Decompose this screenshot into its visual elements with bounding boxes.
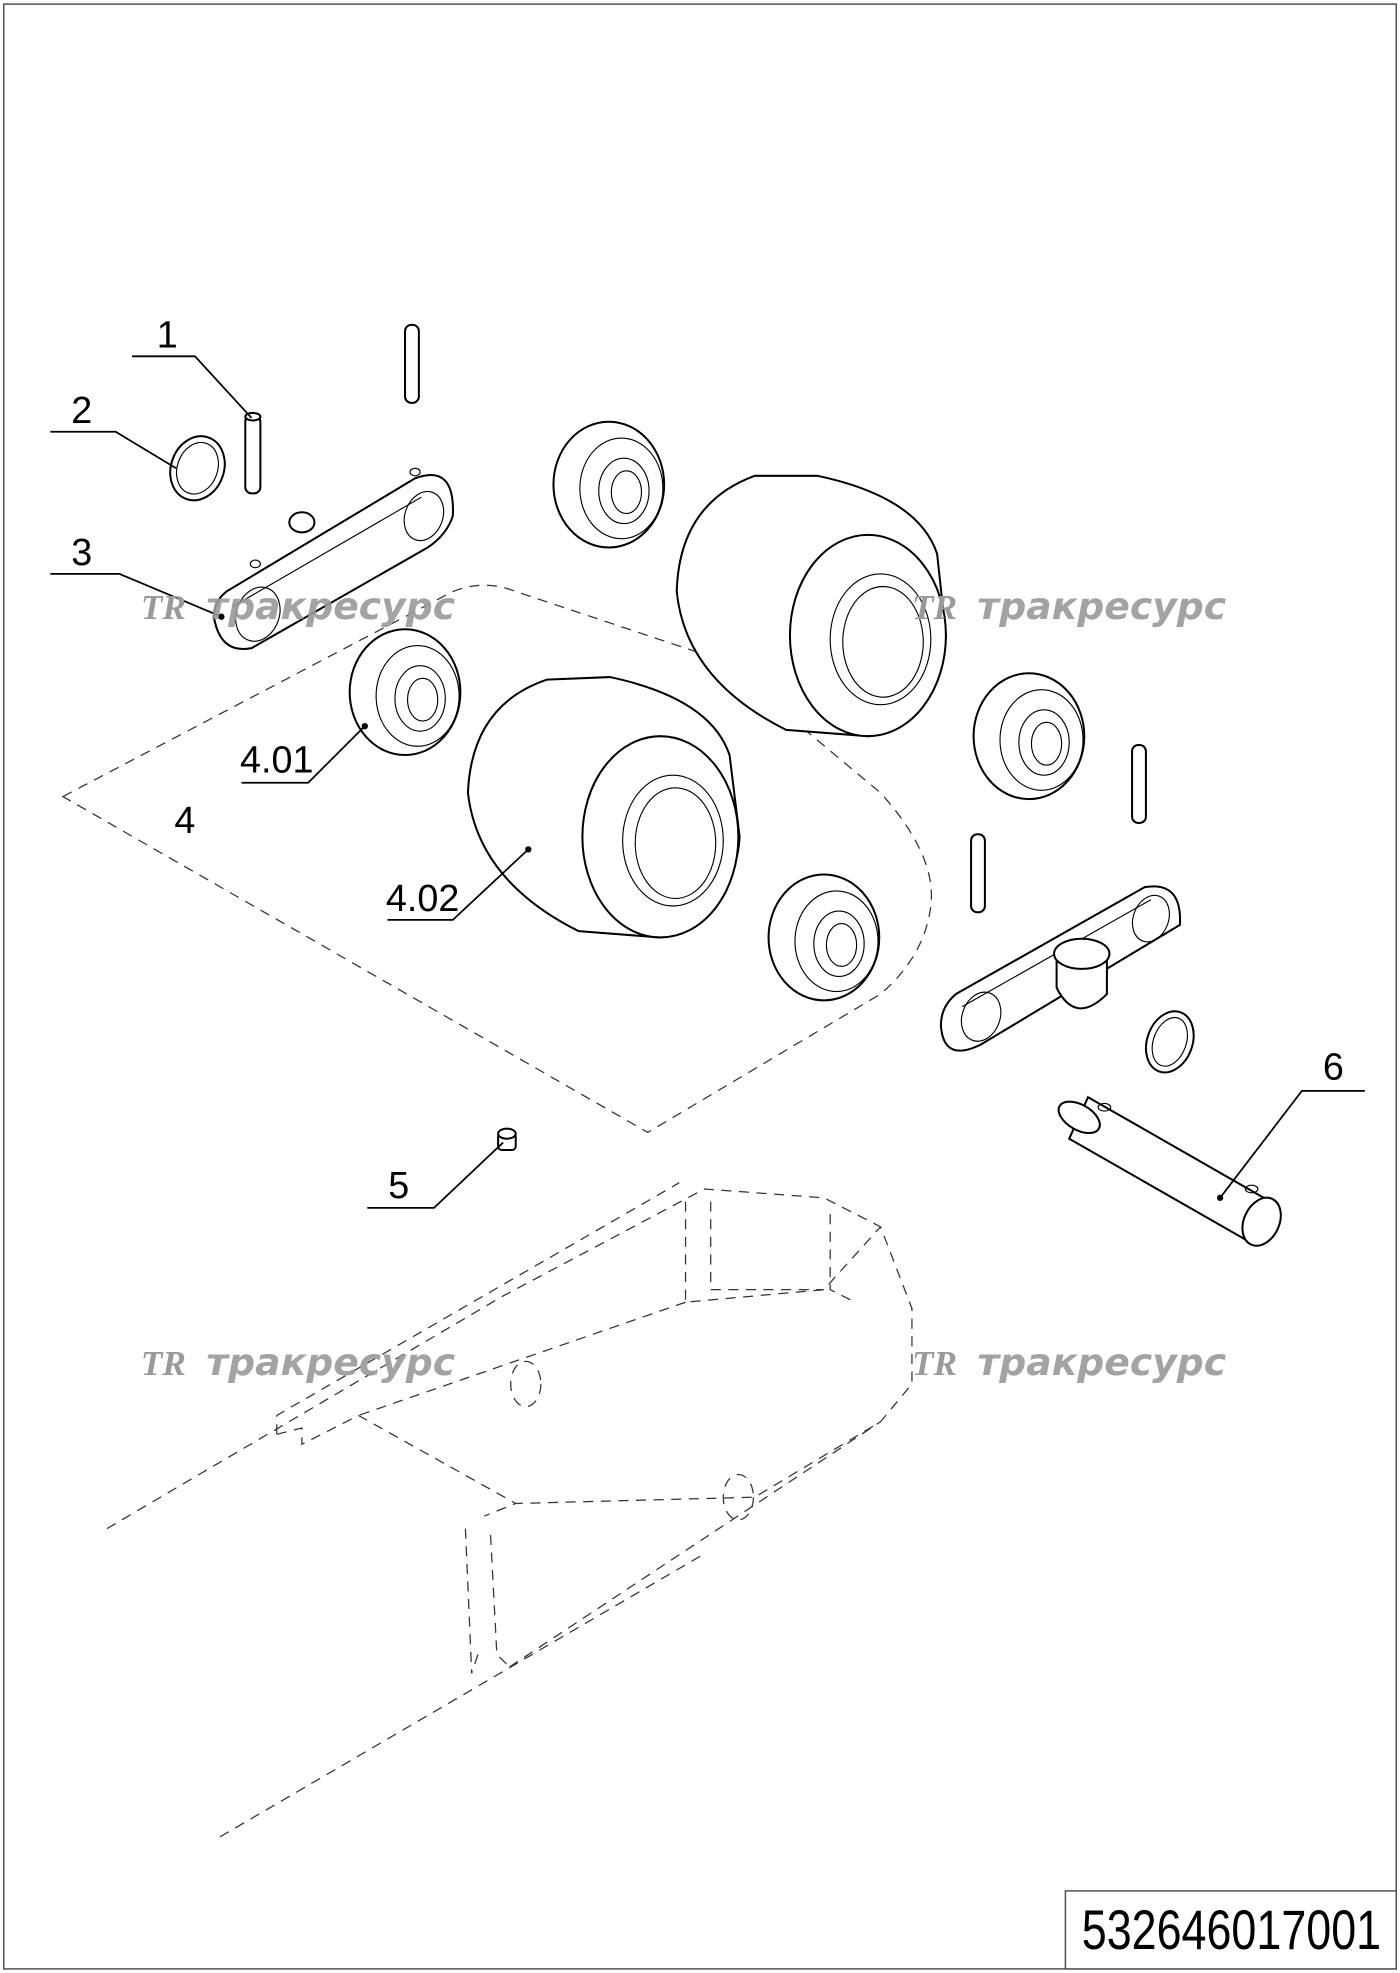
callout-2: 2 <box>71 389 92 431</box>
watermark: TR тракресурс <box>141 1340 455 1384</box>
watermark: TR тракресурс <box>912 584 1226 628</box>
retaining-ring-right <box>1144 1010 1195 1074</box>
svg-text:TR: TR <box>141 1344 186 1383</box>
link-plate-right <box>939 885 1181 1052</box>
watermark: TR тракресурс <box>141 584 455 628</box>
pin-right-lower <box>970 833 986 914</box>
watermark: TR тракресурс <box>912 1340 1226 1384</box>
drawing-border <box>3 3 1397 1970</box>
callout-1: 1 <box>157 314 178 356</box>
svg-text:TR: TR <box>912 1344 957 1383</box>
retaining-ring-part-2 <box>169 435 226 502</box>
callout-3: 3 <box>71 531 92 573</box>
svg-text:TR: TR <box>141 588 186 627</box>
svg-text:тракресурс: тракресурс <box>206 584 455 628</box>
svg-text:тракресурс: тракресурс <box>977 584 1226 628</box>
bearing-lower <box>767 873 881 1002</box>
pin-right-upper <box>1131 743 1147 824</box>
roller-upper <box>675 474 947 738</box>
pin-part-1 <box>244 411 262 495</box>
drawing-number-box <box>1064 1890 1397 1970</box>
callout-4-02: 4.02 <box>386 877 459 919</box>
svg-text:тракресурс: тракресурс <box>977 1340 1226 1384</box>
frame-outline <box>106 1182 913 1838</box>
bearing-top <box>552 420 666 549</box>
callout-4-01: 4.01 <box>240 739 313 781</box>
callout-4: 4 <box>174 799 195 841</box>
grease-nipple-part-5 <box>497 1127 517 1152</box>
svg-text:тракресурс: тракресурс <box>206 1340 455 1384</box>
assembly-4-outline <box>61 584 933 1134</box>
bearing-right <box>972 672 1086 801</box>
pin-upper-left <box>404 323 420 404</box>
callout-6: 6 <box>1323 1046 1344 1088</box>
axle-part-6 <box>1057 1095 1282 1247</box>
bearing-part-4-01 <box>348 628 462 757</box>
leader-lines <box>50 355 1365 1209</box>
svg-text:TR: TR <box>912 588 957 627</box>
link-plate-part-3 <box>212 467 454 651</box>
drawing-number: 532646017001 <box>1082 1899 1381 1961</box>
callout-5: 5 <box>388 1164 409 1206</box>
roller-part-4-02 <box>466 676 741 939</box>
